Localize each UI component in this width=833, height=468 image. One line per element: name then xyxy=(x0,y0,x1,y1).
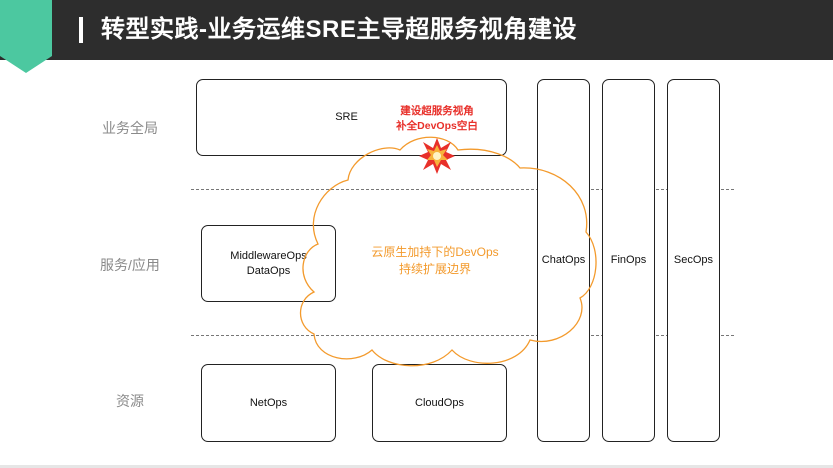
header-bar xyxy=(0,0,833,60)
cloud-line-1: 云原生加持下的DevOps xyxy=(371,245,499,259)
page-title: 转型实践-业务运维SRE主导超服务视角建设 xyxy=(101,16,577,43)
cloud-text: 云原生加持下的DevOps 持续扩展边界 xyxy=(355,244,515,278)
explosion-icon xyxy=(419,138,455,174)
netops-label: NetOps xyxy=(249,397,288,409)
finops-label: FinOps xyxy=(610,254,647,266)
middleware-dataops-box: MiddlewareOps DataOps xyxy=(201,225,336,302)
layer-label-resource: 资源 xyxy=(116,393,144,409)
layer-label-business: 业务全局 xyxy=(102,120,158,136)
chatops-box: ChatOps xyxy=(537,79,590,442)
dataops-label: DataOps xyxy=(246,265,291,277)
title-accent-bar xyxy=(79,17,83,43)
callout-line-2: 补全DevOps空白 xyxy=(396,120,478,132)
callout-line-1: 建设超服务视角 xyxy=(400,105,474,117)
secops-label: SecOps xyxy=(673,254,714,266)
cloud-line-2: 持续扩展边界 xyxy=(398,262,471,276)
cloudops-box: CloudOps xyxy=(372,364,507,442)
corner-flag xyxy=(0,0,52,73)
finops-box: FinOps xyxy=(602,79,655,442)
cloudops-label: CloudOps xyxy=(415,397,464,409)
netops-box: NetOps xyxy=(201,364,336,442)
middleware-label: MiddlewareOps xyxy=(230,250,307,262)
secops-box: SecOps xyxy=(667,79,720,442)
chatops-label: ChatOps xyxy=(541,254,586,266)
sre-box: SRE xyxy=(196,79,507,156)
layer-divider-bottom xyxy=(191,335,734,336)
layer-label-service: 服务/应用 xyxy=(100,257,160,273)
layer-divider-top xyxy=(191,189,734,190)
callout-text: 建设超服务视角 补全DevOps空白 xyxy=(385,104,489,134)
sre-label: SRE xyxy=(335,111,358,123)
footer-line xyxy=(0,465,833,468)
